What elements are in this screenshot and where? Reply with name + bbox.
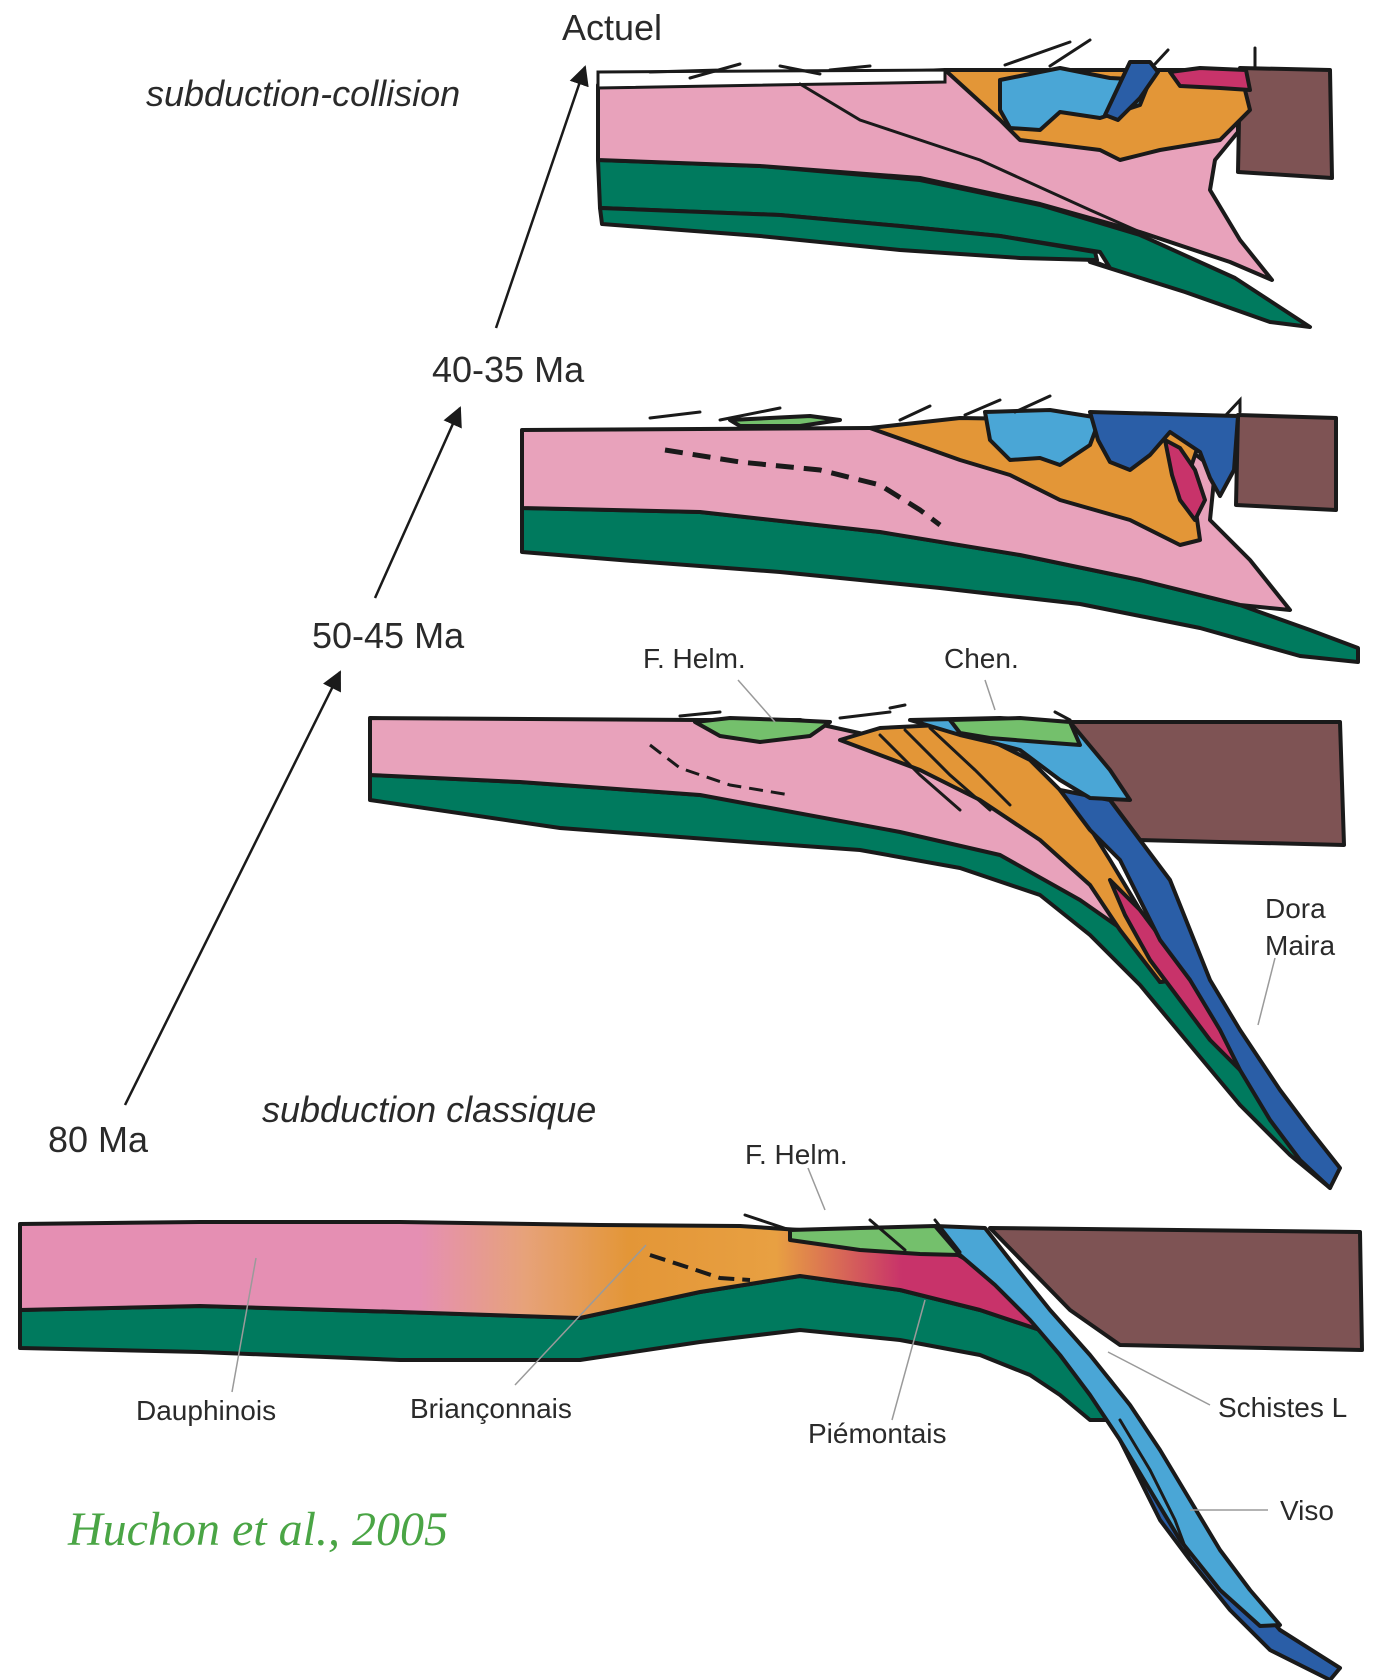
label-f-helm-upper: F. Helm. xyxy=(643,643,746,674)
time-arrows xyxy=(125,67,585,1105)
arrow-50-to-40 xyxy=(375,408,460,598)
label-subduction-classique: subduction classique xyxy=(262,1089,596,1130)
label-viso: Viso xyxy=(1280,1495,1334,1526)
label-brianconnais: Briançonnais xyxy=(410,1393,572,1424)
label-piemontais: Piémontais xyxy=(808,1418,947,1449)
arrow-40-to-actuel xyxy=(496,67,585,328)
label-50-45-ma: 50-45 Ma xyxy=(312,615,465,656)
section-80 xyxy=(20,1215,1362,1680)
credit-citation: Huchon et al., 2005 xyxy=(67,1503,448,1556)
actuel-adria-block xyxy=(1238,68,1332,178)
label-80-ma: 80 Ma xyxy=(48,1119,149,1160)
label-maira: Maira xyxy=(1265,930,1335,961)
s2-adria-block xyxy=(1236,415,1336,510)
section-40-35 xyxy=(522,396,1358,662)
label-40-35-ma: 40-35 Ma xyxy=(432,349,585,390)
label-subduction-collision: subduction-collision xyxy=(146,73,460,114)
label-f-helm-lower: F. Helm. xyxy=(745,1139,848,1170)
label-schistes: Schistes L xyxy=(1218,1392,1347,1423)
label-dora: Dora xyxy=(1265,893,1326,924)
actuel-piemontais-magenta xyxy=(1170,68,1250,90)
s2-flysch-green xyxy=(730,416,840,426)
label-chen: Chen. xyxy=(944,643,1019,674)
arrow-80-to-50 xyxy=(125,672,340,1105)
label-actuel: Actuel xyxy=(562,7,662,48)
label-dauphinois: Dauphinois xyxy=(136,1395,276,1426)
section-actuel xyxy=(598,40,1332,327)
